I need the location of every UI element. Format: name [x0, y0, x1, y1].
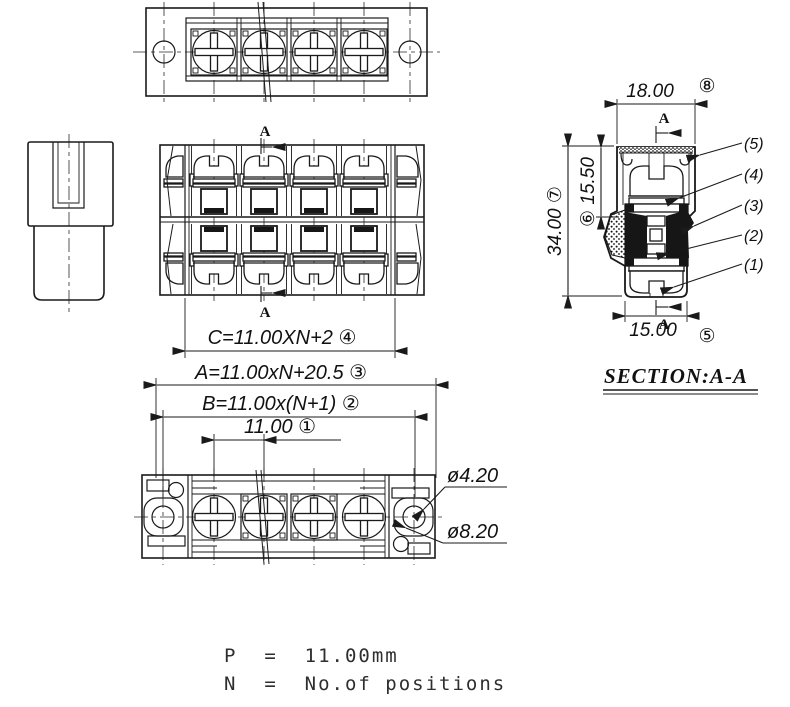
dim-15: 15.00: [629, 320, 677, 341]
terminal-screw: [290, 28, 338, 76]
wire-clamp-section: [604, 209, 626, 259]
terminal-screw: [190, 28, 238, 76]
terminal-screw: [240, 28, 288, 76]
section-view: A A 18.00 ⑧ 34.00 ⑦ ⑥ 15.50 15.00 ⑤: [545, 76, 764, 395]
section-letter: A: [260, 305, 271, 321]
section-cut-marker-bottom: A: [260, 286, 286, 321]
bottom-plan-view: ø4.20 ø8.20: [134, 465, 507, 565]
dim-155: ⑥ 15.50: [578, 157, 599, 227]
section-title-block: SECTION:A-A: [603, 364, 758, 395]
section-cut-marker-top: A: [260, 124, 286, 154]
note-positions: N = No.of positions: [224, 673, 506, 695]
callout-1: (1): [744, 257, 764, 274]
dim-15-ref: ⑤: [698, 326, 715, 347]
mounting-hole: [151, 505, 175, 529]
dim-a: A=11.00xN+20.5 ③: [194, 362, 367, 384]
front-elevation-view: A A: [159, 124, 425, 321]
section-title: SECTION:A-A: [604, 364, 748, 388]
section-dimensions: 18.00 ⑧ 34.00 ⑦ ⑥ 15.50 15.00 ⑤: [545, 76, 716, 347]
break-line: [260, 469, 270, 565]
section-marker-top: A: [655, 111, 682, 143]
mounting-hole: [398, 40, 422, 64]
mounting-hole: [152, 40, 176, 64]
terminal-screw: [290, 493, 338, 541]
note-pitch: P = 11.00mm: [224, 645, 399, 667]
callout-4: (4): [744, 167, 764, 184]
callout-2: (2): [744, 228, 764, 245]
dim-34: 34.00 ⑦: [545, 186, 566, 256]
dim-18-ref: ⑧: [698, 76, 715, 97]
terminal-screw: [340, 28, 388, 76]
break-line: [257, 1, 267, 103]
break-line: [262, 1, 272, 103]
dim-c: C=11.00XN+2 ④: [208, 327, 357, 349]
plan-dimensions: C=11.00XN+2 ④ A=11.00xN+20.5 ③ B=11.00x(…: [143, 298, 449, 497]
callout-5: (5): [744, 136, 764, 153]
terminal-screw: [341, 494, 387, 540]
notes: P = 11.00mm N = No.of positions: [224, 645, 506, 695]
dim-b: B=11.00x(N+1) ②: [202, 393, 360, 415]
section-letter: A: [659, 317, 670, 333]
part-callouts: (5) (4) (3) (2) (1): [655, 136, 764, 296]
dim-pitch: 11.00 ①: [244, 416, 316, 438]
terminal-screw: [191, 494, 237, 540]
section-letter: A: [659, 111, 670, 127]
large-hole-dia-label: ø8.20: [447, 521, 498, 543]
callout-3: (3): [744, 198, 764, 215]
break-line: [255, 469, 265, 565]
side-view: [27, 134, 114, 312]
section-letter: A: [260, 124, 271, 140]
top-plan-view: [133, 1, 440, 103]
mounting-hole: [402, 505, 426, 529]
small-hole-dia-label: ø4.20: [447, 465, 498, 487]
dim-18: 18.00: [626, 81, 674, 102]
hole-diameter-callouts: ø4.20 ø8.20: [391, 465, 507, 544]
